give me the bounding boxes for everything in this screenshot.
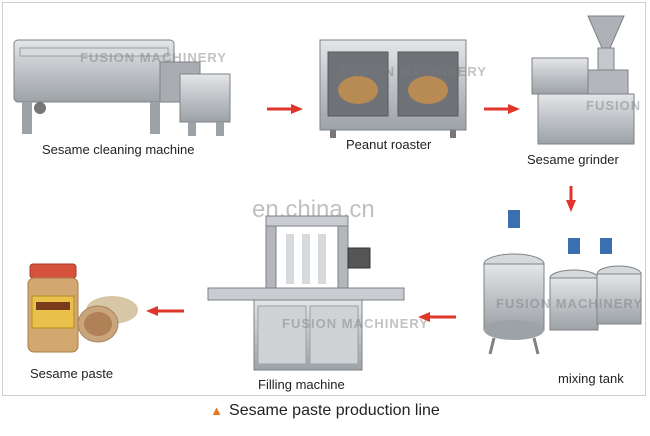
label-mixing-tank: mixing tank: [558, 371, 624, 386]
caption-text: Sesame paste production line: [229, 402, 440, 419]
diagram-caption: ▲ Sesame paste production line: [0, 402, 650, 420]
label-filling-machine: Filling machine: [258, 377, 345, 392]
filling-machine-illustration: [206, 214, 418, 374]
sesame-paste-jar-illustration: [22, 262, 142, 358]
label-sesame-cleaning-machine: Sesame cleaning machine: [42, 142, 194, 157]
arrow-cleaning-to-roaster: [265, 104, 305, 114]
label-sesame-grinder: Sesame grinder: [527, 152, 619, 167]
arrow-filling-to-paste: [146, 306, 186, 316]
watermark-brand-4: FUSION MACHINERY: [282, 316, 429, 331]
arrow-roaster-to-grinder: [482, 104, 522, 114]
label-peanut-roaster: Peanut roaster: [346, 137, 431, 152]
watermark-brand-1: FUSION MACHINERY: [80, 50, 227, 65]
watermark-brand-2: FUSION MACHINERY: [340, 64, 487, 79]
roaster-illustration: [318, 38, 468, 138]
watermark-brand-3: FUSION MACHINERY: [496, 296, 643, 311]
triangle-marker-icon: ▲: [210, 403, 223, 418]
watermark-brand-short: FUSION: [586, 98, 641, 113]
grinder-illustration: [528, 14, 638, 150]
label-sesame-paste: Sesame paste: [30, 366, 113, 381]
mixing-tank-illustration: [474, 208, 644, 358]
